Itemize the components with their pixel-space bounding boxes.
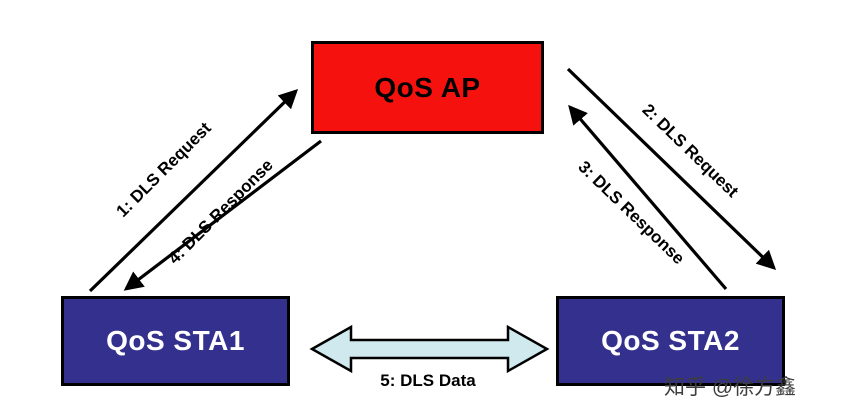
node-qos-sta2: QoS STA2 — [556, 296, 785, 386]
watermark-text: 知乎 @徐方鑫 — [664, 376, 797, 399]
node-qos-sta1: QoS STA1 — [61, 296, 290, 386]
node-qos-sta2-label: QoS STA2 — [601, 325, 740, 356]
node-qos-ap: QoS AP — [311, 41, 544, 134]
arrow-dls-data-5 — [309, 324, 550, 374]
arrow-dls-request-2 — [566, 67, 777, 271]
node-qos-sta1-label: QoS STA1 — [106, 325, 245, 356]
arrow-dls-response-3 — [568, 104, 728, 291]
arrow-dls-response-4 — [123, 139, 322, 291]
label-dls-data-5: 5: DLS Data — [380, 371, 476, 390]
node-qos-ap-label: QoS AP — [374, 71, 481, 103]
arrow-dls-request-1 — [88, 88, 299, 293]
